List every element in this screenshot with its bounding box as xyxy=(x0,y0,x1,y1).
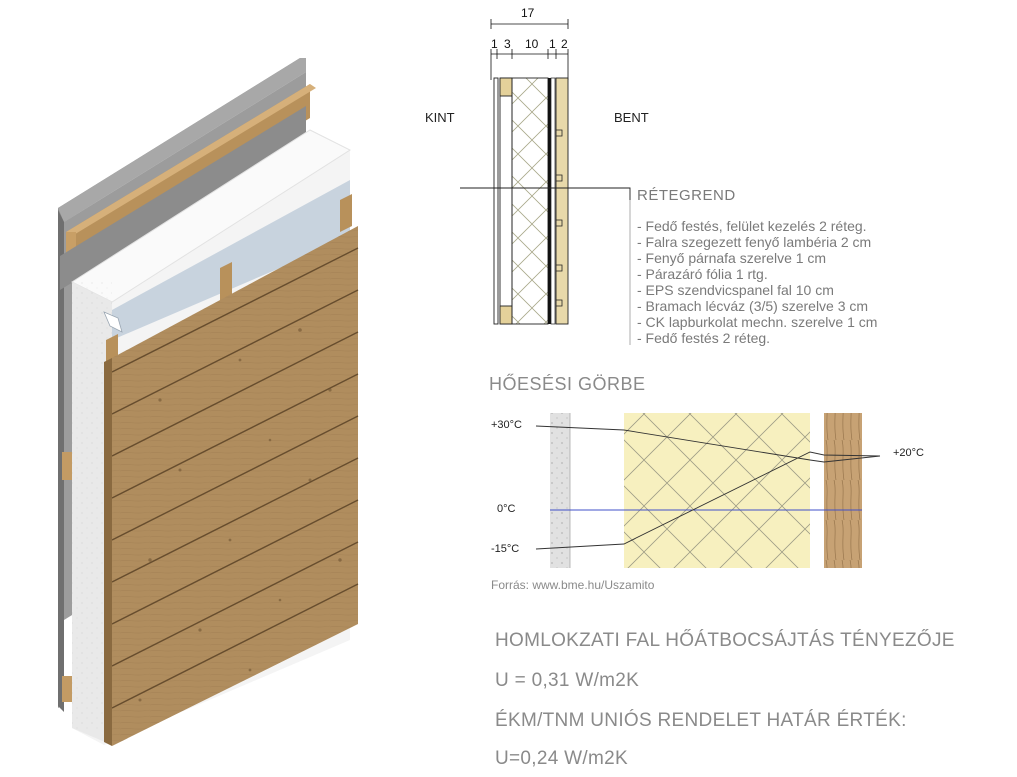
layer-item: - Fedő festés 2 réteg. xyxy=(637,330,771,346)
section-eps xyxy=(511,77,549,325)
vapour-foil xyxy=(112,180,350,340)
section-wood-panel xyxy=(555,77,569,325)
temperature-curve-heading: HŐESÉSI GÖRBE xyxy=(489,374,646,394)
layer-item: - Falra szegezett fenyő lambéria 2 cm xyxy=(637,234,872,250)
section-cement-board xyxy=(493,77,499,325)
temp-label-zero: 0°C xyxy=(497,503,516,515)
wall-3d-illustration xyxy=(58,58,359,746)
dim-part-2: 3 xyxy=(504,37,511,51)
layer-item: - Párazáró fólia 1 rtg. xyxy=(637,266,768,282)
temp-label-plus30: +30°C xyxy=(491,419,523,431)
layer-item: - Fedő festés, felület kezelés 2 réteg. xyxy=(637,218,867,234)
regulation-u-limit: U=0,24 W/m2K xyxy=(495,748,628,769)
cement-board-side xyxy=(58,210,64,712)
dim-part-4: 1 xyxy=(549,37,556,51)
layer-item: - Bramach lécváz (3/5) szerelve 3 cm xyxy=(637,298,869,314)
layer-item: - CK lapburkolat mechn. szerelve 1 cm xyxy=(637,314,878,330)
dim-total: 17 xyxy=(521,6,535,20)
layer-item: - EPS szendvicspanel fal 10 cm xyxy=(637,282,834,298)
wall-section xyxy=(460,19,631,345)
facade-title: HOMLOKZATI FAL HŐÁTBOCSÁJTÁS TÉNYEZŐJE xyxy=(495,630,955,651)
label-inside: BENT xyxy=(614,110,649,125)
layer-item: - Fenyő párnafa szerelve 1 cm xyxy=(637,250,827,266)
dim-part-3: 10 xyxy=(525,37,539,51)
temp-label-minus15: -15°C xyxy=(491,543,520,555)
layer-order-list: - Fedő festés, felület kezelés 2 réteg. … xyxy=(637,218,877,346)
dim-part-1: 1 xyxy=(491,37,498,51)
regulation-title: ÉKM/TNM UNIÓS RENDELET HATÁR ÉRTÉK: xyxy=(495,710,907,731)
temperature-curve-diagram xyxy=(535,413,881,568)
label-outside: KINT xyxy=(425,110,455,125)
layer-order-heading: RÉTEGREND xyxy=(637,187,736,204)
cement-board-top xyxy=(58,58,306,222)
dim-part-5: 2 xyxy=(561,37,568,51)
source-caption: Forrás: www.bme.hu/Uszamito xyxy=(491,578,655,592)
temp-label-plus20: +20°C xyxy=(893,447,925,459)
facade-u-value: U = 0,31 W/m2K xyxy=(495,670,640,691)
